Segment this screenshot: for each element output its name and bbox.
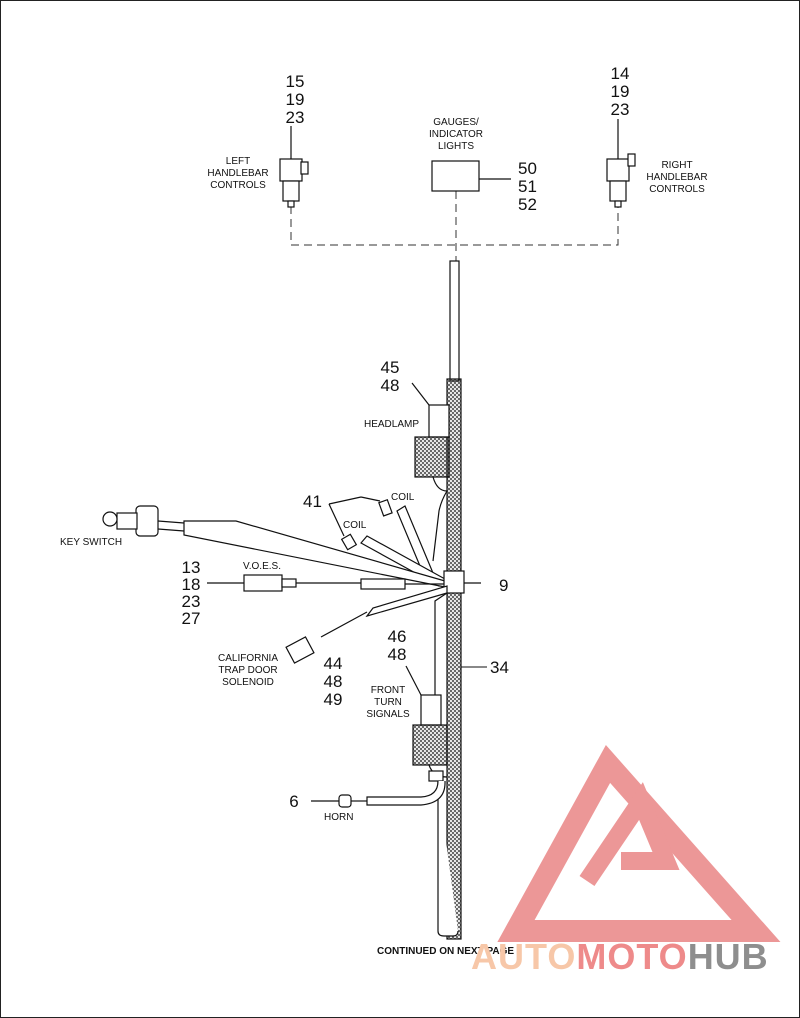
front-turn-line1: FRONT <box>371 685 405 696</box>
junction-9 <box>443 570 481 594</box>
front-turn-line3: SIGNALS <box>366 709 410 720</box>
callout-california-1: 44 <box>324 654 343 673</box>
callout-gauges-1: 50 <box>518 159 537 178</box>
callout-gauges-3: 52 <box>518 195 537 214</box>
callout-voes-1: 13 <box>182 558 201 577</box>
coil-lower-label: COIL <box>343 520 367 531</box>
left-controls-line3: CONTROLS <box>210 180 266 191</box>
voes-label: V.O.E.S. <box>243 561 281 572</box>
right-controls-line1: RIGHT <box>661 160 692 171</box>
continued-label: CONTINUED ON NEXT PAGE <box>377 946 514 957</box>
left-controls-line1: LEFT <box>226 156 250 167</box>
callout-harness: 34 <box>490 658 509 677</box>
callout-left-1: 15 <box>286 72 305 91</box>
callout-right-2: 19 <box>611 82 630 101</box>
california-solenoid <box>285 585 448 664</box>
labels: LEFT HANDLEBAR CONTROLS RIGHT HANDLEBAR … <box>60 117 708 957</box>
california-line3: SOLENOID <box>222 677 274 688</box>
watermark-auto: AUTO <box>471 936 576 977</box>
voes-connector <box>207 574 447 592</box>
key-switch-label: KEY SWITCH <box>60 537 122 548</box>
gauges-box <box>431 160 511 192</box>
watermark-text: AUTOMOTOHUB <box>471 936 769 977</box>
callout-headlamp-1: 45 <box>381 358 400 377</box>
right-handlebar-connector <box>606 119 636 208</box>
callout-front-turn-1: 46 <box>388 627 407 646</box>
callout-voes-3: 23 <box>182 592 201 611</box>
coil-upper-label: COIL <box>391 492 415 503</box>
callout-horn: 6 <box>289 792 298 811</box>
callout-numbers: 15 19 23 14 19 23 50 51 52 45 48 41 13 1… <box>182 64 630 811</box>
california-line2: TRAP DOOR <box>218 665 277 676</box>
callout-california-3: 49 <box>324 690 343 709</box>
callout-front-turn-2: 48 <box>388 645 407 664</box>
left-controls-line2: HANDLEBAR <box>207 168 268 179</box>
right-controls-line3: CONTROLS <box>649 184 705 195</box>
callout-california-2: 48 <box>324 672 343 691</box>
left-handlebar-connector <box>279 126 309 208</box>
main-harness <box>437 260 462 940</box>
callout-coil: 41 <box>303 492 322 511</box>
front-turn-line2: TURN <box>374 697 402 708</box>
callout-junction: 9 <box>499 576 508 595</box>
horn-label: HORN <box>324 812 353 823</box>
watermark-logo <box>497 745 781 942</box>
callout-right-3: 23 <box>611 100 630 119</box>
right-controls-line2: HANDLEBAR <box>646 172 707 183</box>
callout-left-2: 19 <box>286 90 305 109</box>
gauges-line1: GAUGES/ <box>433 117 479 128</box>
callout-headlamp-2: 48 <box>381 376 400 395</box>
front-turn-connector <box>405 592 448 778</box>
coil-wires <box>328 490 448 587</box>
headlamp-label: HEADLAMP <box>364 419 419 430</box>
callout-left-3: 23 <box>286 108 305 127</box>
headlamp-connector <box>411 382 450 492</box>
watermark-hub: HUB <box>688 936 769 977</box>
gauges-line2: INDICATOR <box>429 129 483 140</box>
dashed-links <box>290 191 619 266</box>
callout-gauges-2: 51 <box>518 177 537 196</box>
watermark-moto: MOTO <box>576 936 687 977</box>
callout-voes-4: 27 <box>182 609 201 628</box>
horn-connector <box>311 770 446 808</box>
gauges-line3: LIGHTS <box>438 141 474 152</box>
callout-voes-2: 18 <box>182 575 201 594</box>
california-line1: CALIFORNIA <box>218 653 278 664</box>
callout-right-1: 14 <box>611 64 630 83</box>
